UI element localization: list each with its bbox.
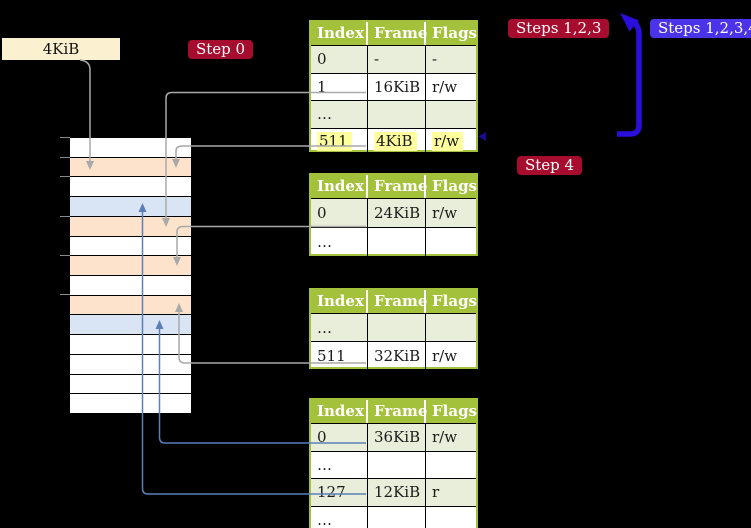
memory-frame-row [70,314,191,335]
memory-frame-row [70,196,191,216]
column-header: Flags [432,402,477,420]
index-cell: 0 [317,204,327,222]
memory-frame-row [70,294,191,315]
page-table-level-4: Index Frame Flags 0 - - 1 16KiB r/w … 51… [309,20,478,155]
badge-steps-1234: Steps 1,2,3,4 [650,19,751,38]
index-cell: 511 [317,132,352,152]
frame-cell: 24KiB [374,204,421,222]
table-header-row: Index Frame Flags [311,22,477,45]
memory-frame-row [70,215,191,236]
table-row: 0 - - [311,45,476,73]
table-row: 511 32KiB r/w [311,341,476,369]
table-row: … [311,227,476,256]
memory-frame-row [70,353,191,374]
address-tick [60,156,70,158]
memory-frame-row [70,255,191,276]
memory-frame-row [70,156,191,177]
table-header-row: Index Frame Flags [311,400,477,423]
table-row: … [311,100,476,128]
memory-frame-row [70,373,191,394]
table-row: 0 24KiB r/w [311,198,476,227]
flags-cell: r/w [432,204,458,222]
table-row: … [311,505,476,528]
table-row: 0 36KiB r/w [311,423,476,451]
page-table-level-1: Index Frame Flags 0 36KiB r/w … 127 12Ki… [309,398,478,528]
page-table-level-2: Index Frame Flags … 511 32KiB r/w [309,288,478,369]
memory-frame-row [70,176,191,197]
table-row-recursive-entry: 511 4KiB r/w [311,127,476,155]
table-header-row: Index Frame Flags [311,290,477,313]
column-header: Frame [368,290,427,313]
index-cell: 0 [317,50,327,69]
column-header: Flags [432,24,477,42]
table-row: … [311,450,476,478]
index-cell: … [317,105,332,124]
memory-frame-row [70,334,191,354]
frame-cell: 4KiB [374,132,417,152]
badge-step-0: Step 0 [188,40,254,59]
memory-frame-row [70,138,191,157]
column-header: Index [311,22,368,45]
address-tick [60,215,70,217]
flags-cell: r/w [432,132,464,152]
physical-memory-column [69,137,192,414]
column-header: Index [311,400,368,423]
index-cell: … [317,233,332,251]
column-header: Flags [432,292,477,310]
frame-cell: 16KiB [374,77,421,96]
frame-size-label: 4KiB [2,38,120,60]
index-cell: 0 [317,428,327,447]
flags-cell: r/w [432,428,458,447]
table-header-row: Index Frame Flags [311,175,477,198]
badge-step-4: Step 4 [517,156,583,175]
column-header: Frame [368,22,427,45]
flags-cell: - [432,50,438,69]
index-cell: 1 [317,77,327,96]
address-tick [60,176,70,178]
frame-size-text: 4KiB [42,40,80,58]
flags-cell: r/w [432,346,458,365]
index-cell: … [317,455,332,474]
table-row: 127 12KiB r [311,478,476,506]
frame-cell: 36KiB [374,428,421,447]
address-tick [60,137,70,138]
index-cell: … [317,318,332,337]
index-cell: 127 [317,483,346,502]
column-header: Flags [432,177,477,195]
memory-frame-row [70,235,191,256]
column-header: Frame [368,175,427,198]
memory-frame-row [70,275,191,295]
table-row: 1 16KiB r/w [311,72,476,100]
table-row: … [311,313,476,341]
loop-start-nub [478,132,486,141]
column-header: Index [311,290,368,313]
flags-cell: r [432,483,440,502]
flags-cell: r/w [432,77,458,96]
index-cell: … [317,510,332,528]
index-cell: 511 [317,346,346,365]
page-table-level-3: Index Frame Flags 0 24KiB r/w … [309,173,478,256]
column-header: Frame [368,400,427,423]
memory-frame-row [70,393,191,414]
frame-cell: - [374,50,380,69]
badge-steps-123: Steps 1,2,3 [508,19,610,38]
frame-cell: 12KiB [374,483,421,502]
address-tick [60,254,70,256]
address-tick [60,294,70,296]
frame-cell: 32KiB [374,346,421,365]
column-header: Index [311,175,368,198]
